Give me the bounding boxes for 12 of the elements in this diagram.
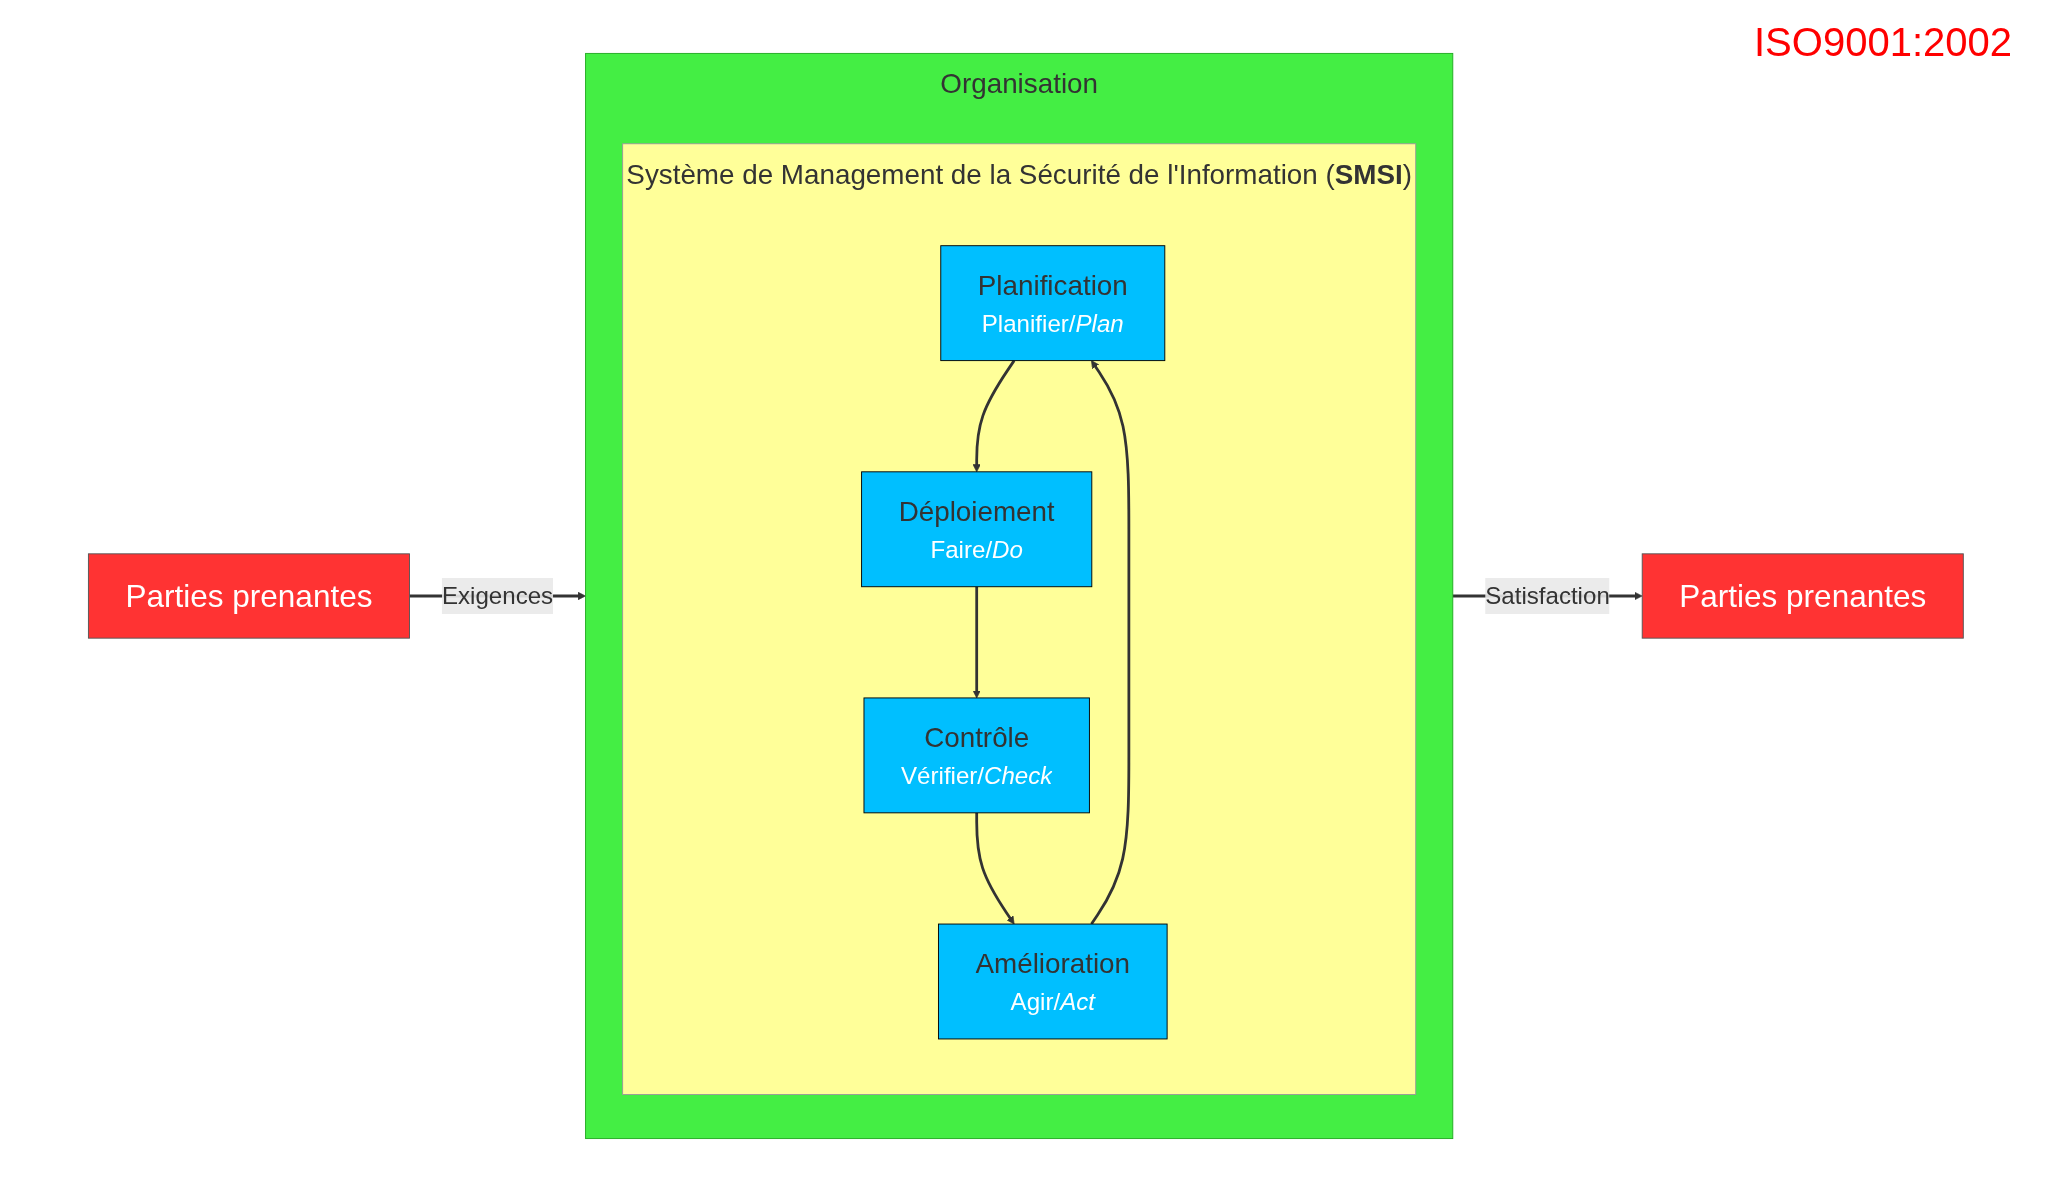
arrow: [972, 586, 981, 698]
node-box: Parties prenantes: [88, 552, 411, 639]
node-box: Parties prenantes: [1641, 552, 1964, 639]
standard-reference: ISO9001:2002: [1754, 20, 2012, 65]
arrow: [975, 812, 1015, 924]
node-box: Amélioration Agir/Act: [938, 923, 1168, 1039]
edge-label: Satisfaction: [1485, 581, 1610, 609]
arrow: [1090, 359, 1131, 925]
edge-label: Exigences: [442, 581, 554, 609]
arrow: [972, 359, 1016, 472]
node-box: Déploiement Faire/Do: [861, 470, 1093, 587]
node-box: Planification Planifier/Plan: [940, 244, 1166, 361]
